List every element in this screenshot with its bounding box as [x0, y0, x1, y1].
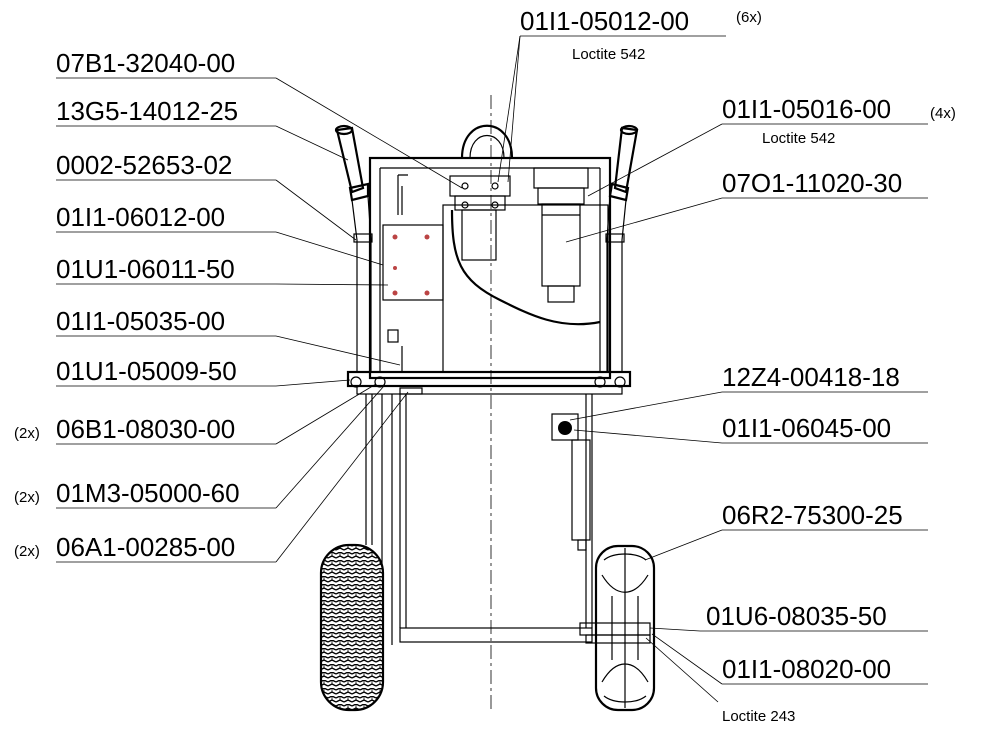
callout-01u1-05009-50: 01U1-05009-50 — [56, 356, 237, 386]
qty-01i1-05016-00: (4x) — [930, 105, 956, 122]
callout-01i1-05016-00: 01I1-05016-00 — [722, 94, 891, 124]
qty-06a1-00285-00: (2x) — [14, 543, 40, 560]
callout-01u6-08035-50: 01U6-08035-50 — [706, 601, 887, 631]
callout-07o1-11020-30: 07O1-11020-30 — [722, 168, 902, 198]
machine-illustration — [319, 95, 656, 712]
callout-0002-52653-02: 0002-52653-02 — [56, 150, 232, 180]
callout-07b1-32040-00: 07B1-32040-00 — [56, 48, 235, 78]
callout-06a1-00285-00: 06A1-00285-00 — [56, 532, 235, 562]
top-callout: 01I1-05012-00 (6x) Loctite 542 — [497, 6, 762, 183]
right-callouts: 01I1-05016-00 (4x) Loctite 542 07O1-1102… — [565, 94, 956, 725]
right-handle — [605, 124, 639, 372]
left-callouts: 07B1-32040-00 13G5-14012-25 0002-52653-0… — [14, 48, 463, 563]
note-loctite-542-right: Loctite 542 — [762, 130, 835, 147]
callout-01i1-06045-00: 01I1-06045-00 — [722, 413, 891, 443]
callout-06b1-08030-00: 06B1-08030-00 — [56, 414, 235, 444]
qty-06b1-08030-00: (2x) — [14, 425, 40, 442]
callout-01i1-05012-00: 01I1-05012-00 — [520, 6, 689, 36]
callout-01m3-05000-60: 01M3-05000-60 — [56, 478, 240, 508]
callout-01i1-05035-00: 01I1-05035-00 — [56, 306, 225, 336]
note-loctite-243: Loctite 243 — [722, 708, 795, 725]
qty-01i1-05012-00: (6x) — [736, 9, 762, 26]
callout-01i1-08020-00: 01I1-08020-00 — [722, 654, 891, 684]
filter — [533, 167, 589, 303]
lifting-loop — [460, 124, 514, 159]
callout-01i1-06012-00: 01I1-06012-00 — [56, 202, 225, 232]
hose — [450, 209, 601, 326]
callout-12z4-00418-18: 12Z4-00418-18 — [722, 362, 900, 392]
left-handle — [334, 124, 373, 372]
callout-06r2-75300-25: 06R2-75300-25 — [722, 500, 903, 530]
left-wheel — [319, 543, 385, 712]
pump-block — [449, 175, 511, 261]
frame — [346, 156, 632, 645]
callout-01u1-06011-50: 01U1-06011-50 — [56, 254, 235, 284]
callout-13g5-14012-25: 13G5-14012-25 — [56, 96, 238, 126]
qty-01m3-05000-60: (2x) — [14, 489, 40, 506]
note-loctite-542-top: Loctite 542 — [572, 46, 645, 63]
pressure-gauge — [551, 413, 591, 551]
